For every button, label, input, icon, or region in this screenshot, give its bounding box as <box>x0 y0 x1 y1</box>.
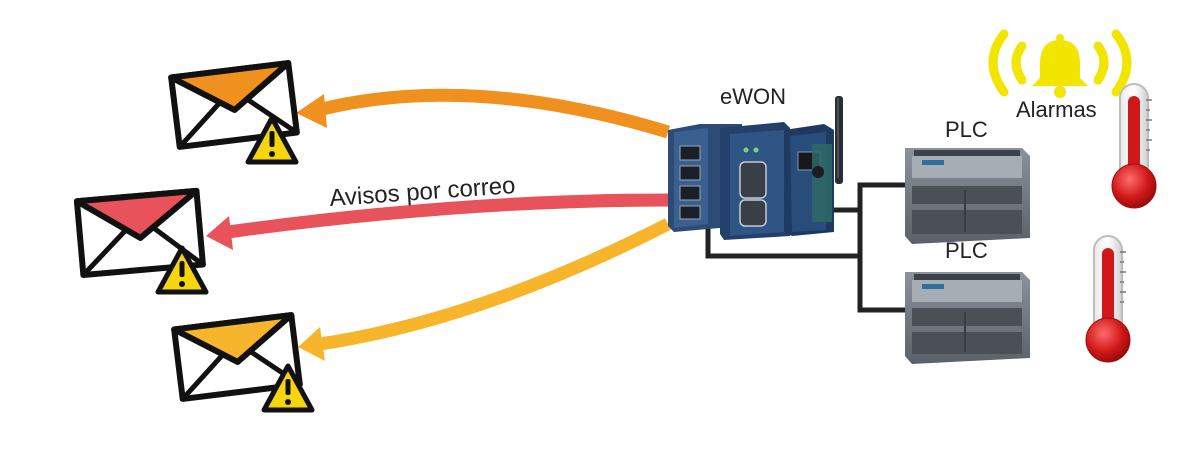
thermometer-icon <box>1111 83 1157 209</box>
plc-bottom <box>905 272 1030 364</box>
envelope-icon <box>168 60 300 150</box>
antenna-icon <box>835 96 843 184</box>
plc-top-label: PLC <box>945 117 988 142</box>
envelope-icon <box>171 312 303 402</box>
network-cables <box>705 182 905 313</box>
alarms-label: Alarmas <box>1016 97 1097 122</box>
envelope-icon <box>73 187 206 279</box>
thermometer-icon <box>1085 235 1131 363</box>
warning-icon <box>155 245 209 295</box>
plc-bottom-label: PLC <box>945 238 988 263</box>
arrow-to-middle-email <box>206 193 669 250</box>
bell-icon <box>988 29 1132 98</box>
arrow-to-bottom-email <box>298 218 671 361</box>
arrow-to-top-email <box>296 88 670 139</box>
ewon-label: eWON <box>720 84 786 109</box>
ewon-device <box>668 96 843 240</box>
warning-icon <box>245 115 299 165</box>
plc-top <box>905 148 1030 244</box>
warning-icon <box>261 363 315 413</box>
